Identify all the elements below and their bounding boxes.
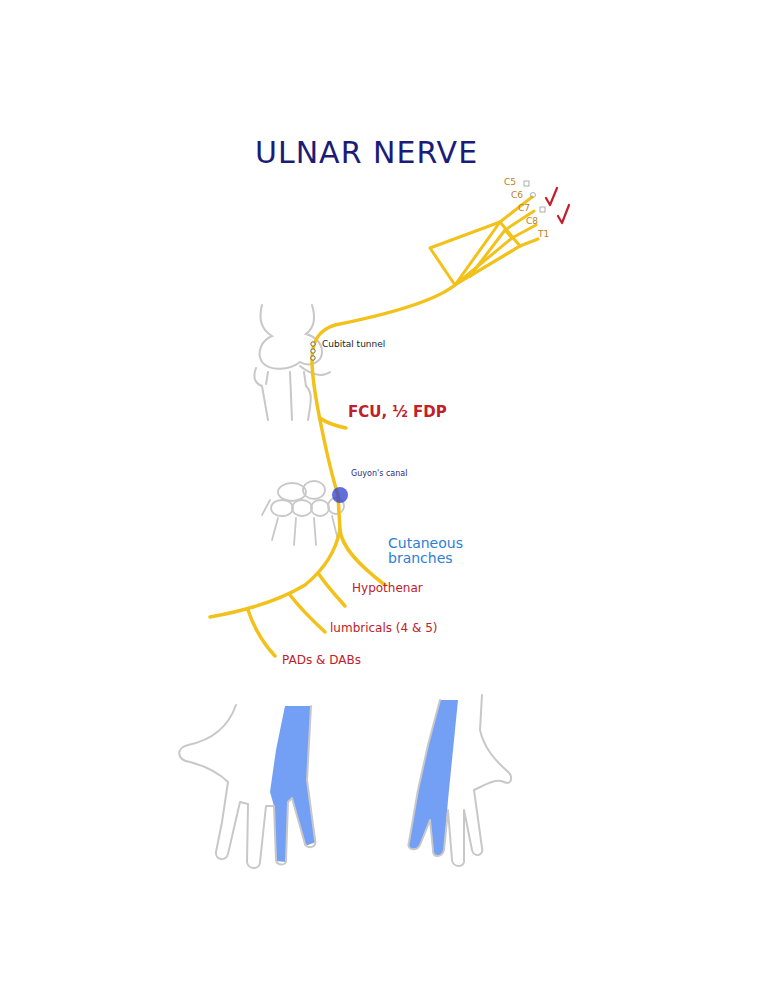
structure-label: Cubital tunnel: [322, 340, 385, 350]
root-label: T1: [538, 230, 549, 240]
muscle-label: lumbricals (4 & 5): [330, 622, 437, 635]
ulnar-nerve: [210, 285, 455, 656]
elbow-bones: [254, 305, 330, 420]
plexus: [430, 197, 538, 285]
muscle-label: FCU, ½ FDP: [348, 404, 447, 421]
muscle-label: PADs & DABs: [282, 654, 361, 667]
palm-hand: [179, 705, 316, 868]
root-label: C5: [504, 178, 516, 188]
cubital-tunnel-mark: [311, 342, 315, 360]
check-marks: [546, 188, 569, 223]
muscle-label: Hypothenar: [352, 582, 423, 595]
title: ULNAR NERVE: [255, 136, 478, 169]
dorsal-hand: [408, 695, 511, 866]
guyons-canal-mark: [332, 487, 348, 503]
carpal-bones: [262, 481, 344, 545]
root-label: C8: [526, 217, 538, 227]
structure-label: Guyon's canal: [351, 470, 407, 479]
root-label: C6: [511, 191, 523, 201]
root-label: C7: [518, 204, 530, 214]
cutaneous-label: Cutaneous branches: [388, 536, 478, 567]
